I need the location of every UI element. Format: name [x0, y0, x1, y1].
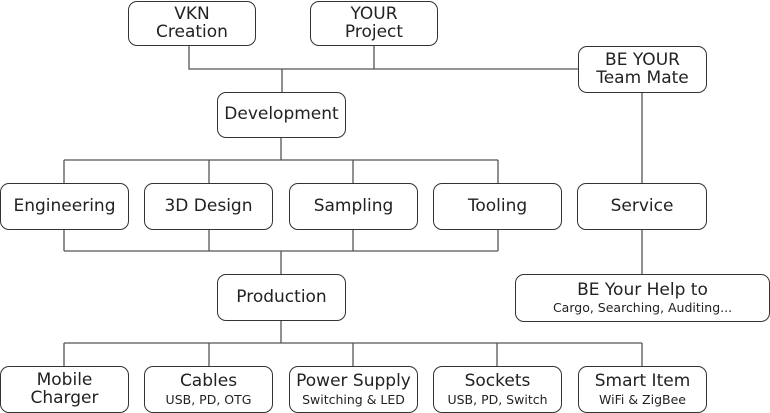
node-your-project-line2: Project [344, 21, 404, 42]
node-engineering-label: Engineering [13, 195, 116, 216]
node-help-sub: Cargo, Searching, Auditing... [552, 300, 733, 316]
node-sockets: Sockets USB, PD, Switch [433, 366, 562, 413]
node-smart-item-label: Smart Item [594, 371, 691, 392]
node-sockets-sub: USB, PD, Switch [447, 391, 548, 407]
node-vkn-line2: Creation [156, 21, 228, 42]
node-production-label: Production [236, 286, 327, 307]
node-development-label: Development [224, 104, 339, 125]
node-cables-label: Cables [179, 371, 238, 392]
node-cables: Cables USB, PD, OTG [144, 366, 273, 413]
node-help: BE Your Help to Cargo, Searching, Auditi… [515, 274, 770, 322]
node-sockets-label: Sockets [464, 371, 531, 392]
node-team-mate-line1: BE YOUR [605, 49, 680, 70]
node-tooling: Tooling [433, 183, 562, 230]
node-tooling-label: Tooling [467, 195, 528, 216]
node-vkn-creation: VKN Creation [128, 1, 256, 46]
node-cables-sub: USB, PD, OTG [165, 391, 252, 407]
node-smart-item: Smart Item WiFi & ZigBee [578, 366, 707, 413]
node-smart-item-sub: WiFi & ZigBee [599, 391, 686, 407]
node-service: Service [577, 183, 707, 230]
node-development: Development [217, 92, 346, 138]
connector-vkn [188, 45, 578, 70]
node-sampling-label: Sampling [313, 195, 394, 216]
node-service-label: Service [610, 195, 674, 216]
node-power-supply-sub: Switching & LED [302, 391, 405, 407]
node-sampling: Sampling [289, 183, 418, 230]
node-help-label: BE Your Help to [577, 279, 708, 300]
node-team-mate: BE YOUR Team Mate [578, 46, 707, 93]
node-power-supply: Power Supply Switching & LED [289, 366, 418, 413]
node-your-project-line1: YOUR [350, 3, 398, 24]
node-your-project: YOUR Project [310, 1, 438, 46]
node-3d-design-label: 3D Design [164, 195, 253, 216]
node-3d-design: 3D Design [144, 183, 273, 230]
node-mobile-charger: Mobile Charger [0, 366, 129, 413]
node-vkn-line1: VKN [174, 3, 210, 24]
node-team-mate-line2: Team Mate [596, 67, 689, 88]
node-mobile-charger-line2: Charger [30, 387, 99, 408]
node-power-supply-label: Power Supply [296, 371, 411, 392]
node-mobile-charger-line1: Mobile [36, 369, 93, 390]
node-engineering: Engineering [0, 183, 129, 230]
node-production: Production [217, 274, 346, 321]
